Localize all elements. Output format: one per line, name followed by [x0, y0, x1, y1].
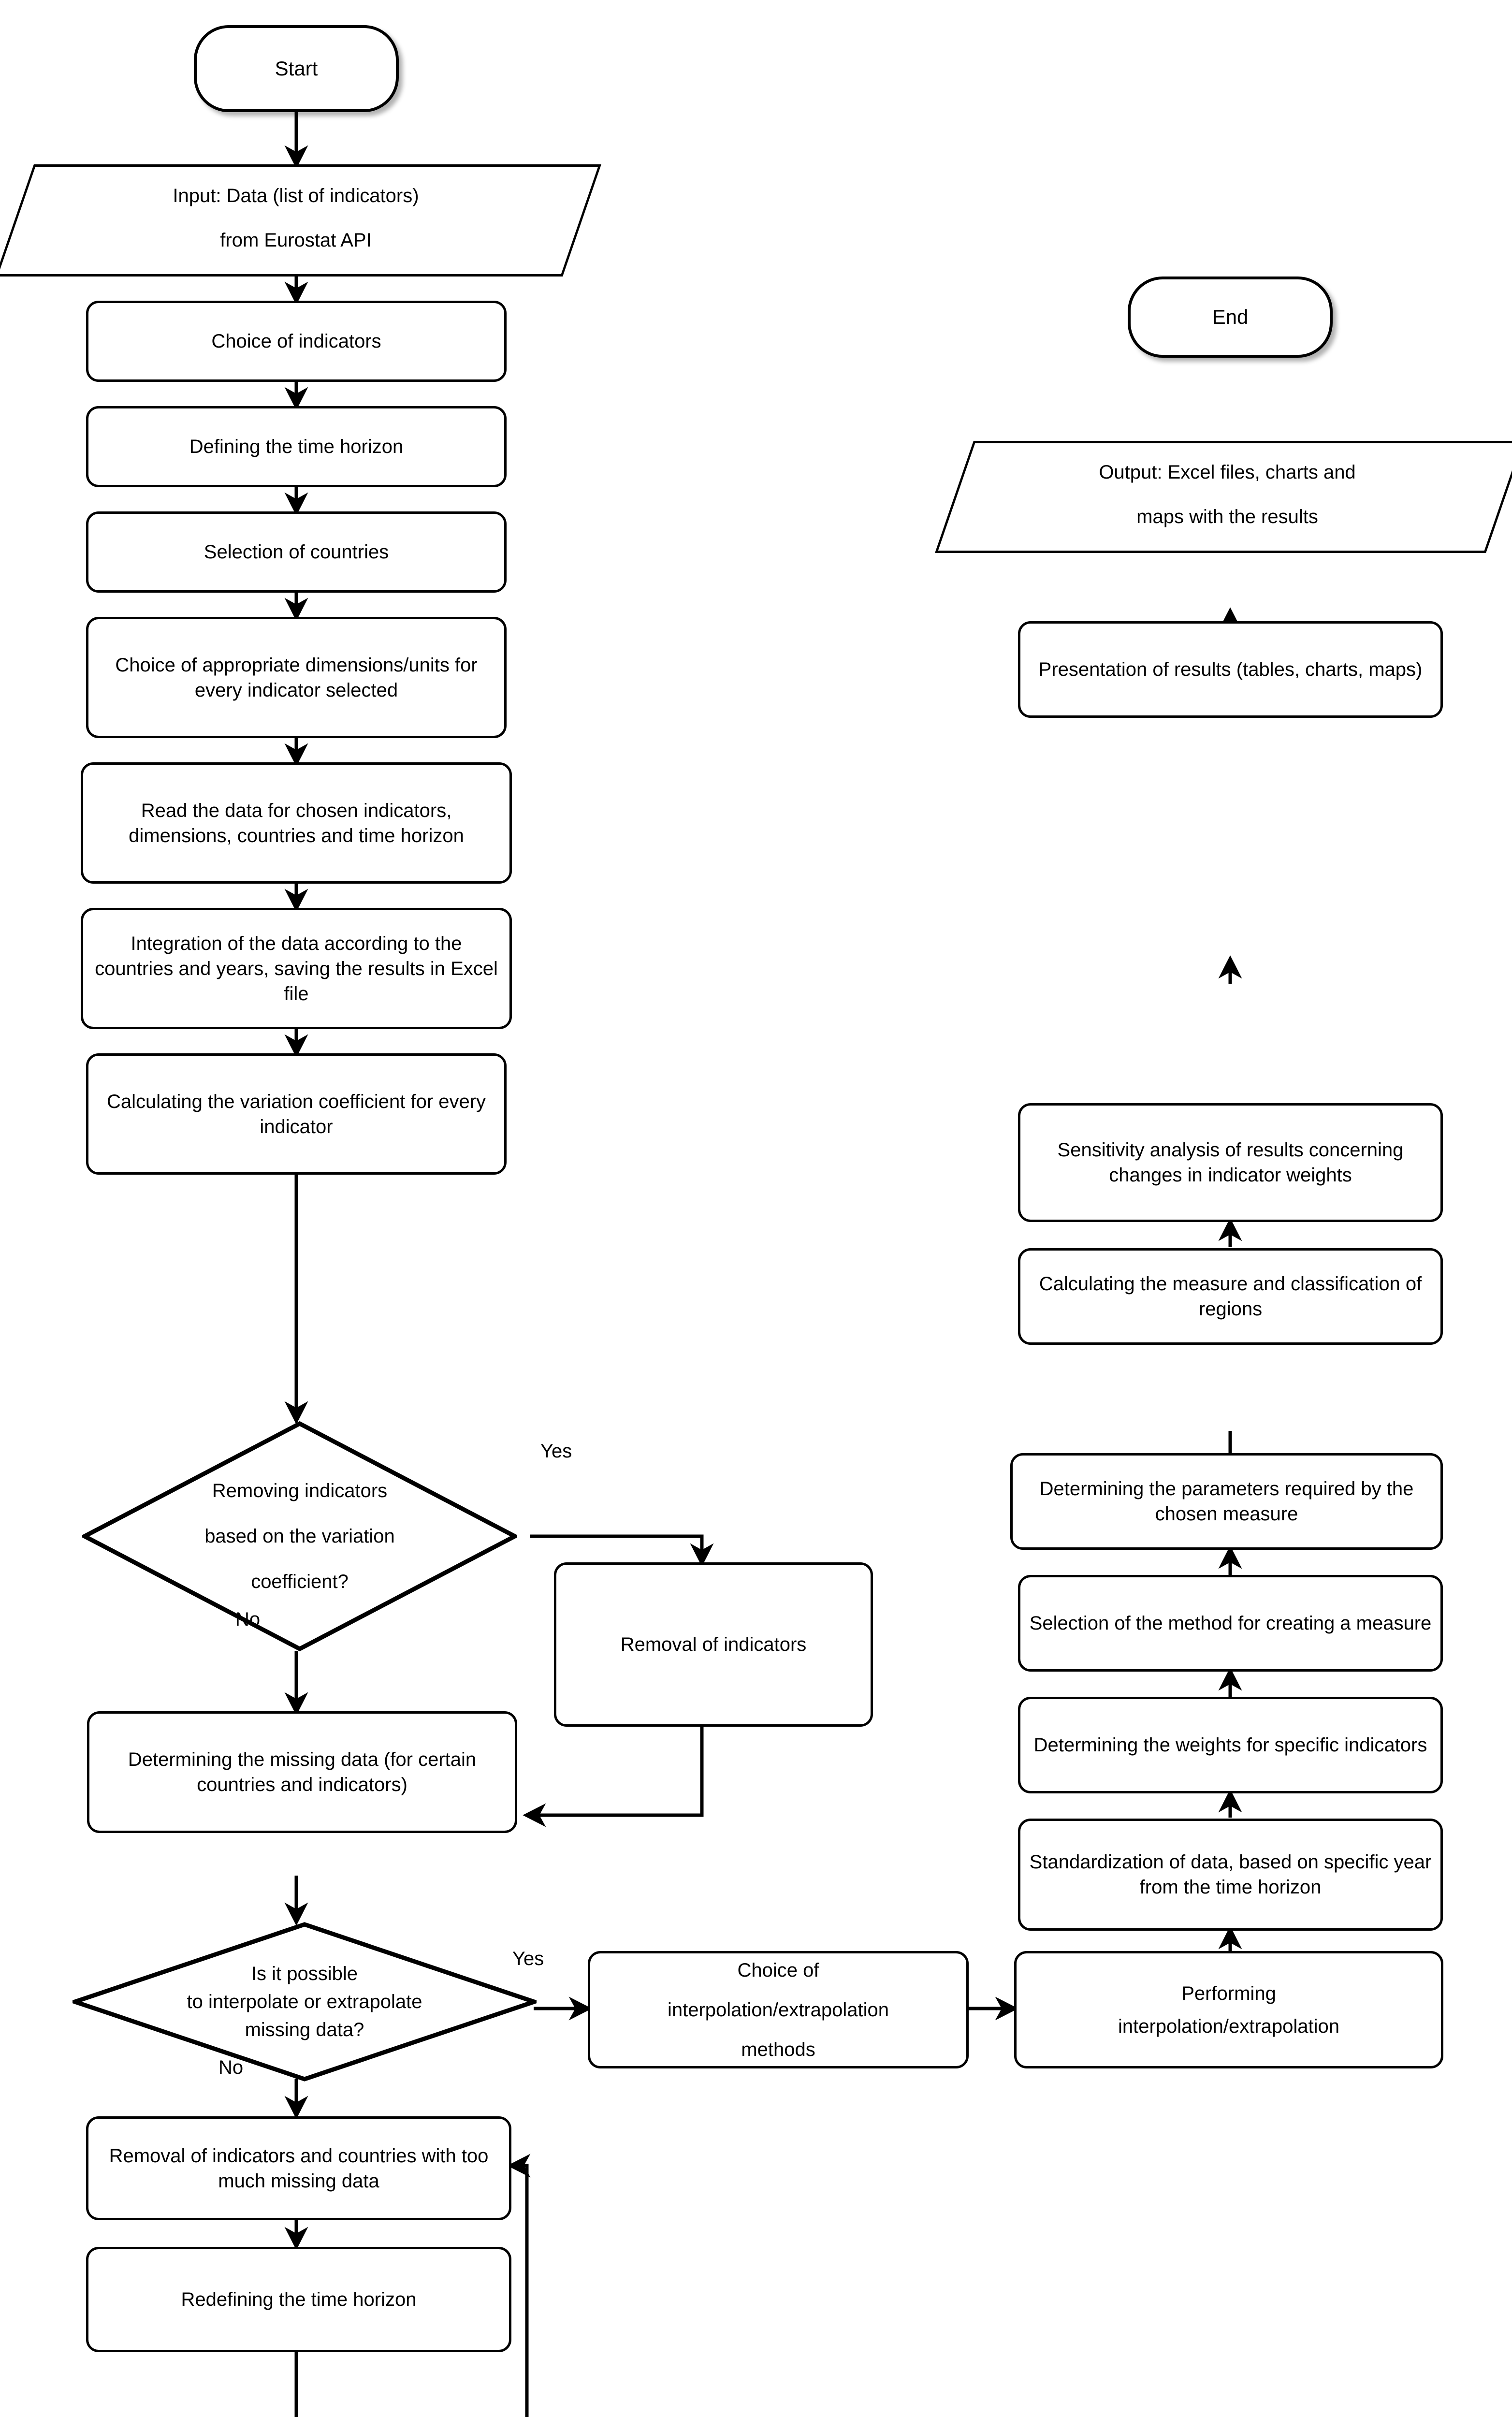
node-output-results-line2: maps with the results [1136, 506, 1318, 527]
node-choice-interp-methods-line2: interpolation/extrapolation [667, 1999, 889, 2021]
edge-label-interpolate-yes: Yes [512, 1948, 544, 1969]
node-start[interactable]: Start [194, 25, 399, 112]
node-read-data-label: Read the data for chosen indicators, dim… [129, 800, 464, 846]
node-sensitivity-analysis-label: Sensitivity analysis of results concerni… [1057, 1139, 1404, 1186]
node-decision-removing[interactable]: Removing indicators based on the variati… [82, 1421, 517, 1651]
node-decision-interpolate[interactable]: Is it possible to interpolate or extrapo… [73, 1922, 537, 2082]
node-determining-missing-label: Determining the missing data (for certai… [128, 1749, 477, 1795]
node-calculating-measure-label: Calculating the measure and classificati… [1039, 1273, 1422, 1320]
node-end-label: End [1212, 305, 1249, 328]
node-redefining-horizon[interactable]: Redefining the time horizon [86, 2247, 511, 2352]
node-selection-countries-label: Selection of countries [204, 541, 389, 563]
node-determining-parameters[interactable]: Determining the parameters required by t… [1010, 1453, 1443, 1550]
node-selection-method[interactable]: Selection of the method for creating a m… [1018, 1575, 1443, 1672]
node-performing-interp-line2: interpolation/extrapolation [1118, 2015, 1340, 2037]
node-determining-parameters-label: Determining the parameters required by t… [1039, 1478, 1414, 1525]
diamond-shape [73, 1922, 537, 2082]
node-choice-indicators-label: Choice of indicators [211, 331, 381, 352]
node-standardization[interactable]: Standardization of data, based on specif… [1018, 1819, 1443, 1931]
node-removal-indicators-label: Removal of indicators [620, 1634, 807, 1655]
node-redefining-horizon-label: Redefining the time horizon [181, 2289, 417, 2310]
node-calc-variation-label: Calculating the variation coefficient fo… [106, 1091, 486, 1137]
node-selection-method-label: Selection of the method for creating a m… [1029, 1613, 1432, 1634]
node-choice-dimensions-label: Choice of appropriate dimensions/units f… [115, 654, 478, 701]
node-choice-interp-methods-line1: Choice of [737, 1959, 819, 1981]
node-defining-horizon-label: Defining the time horizon [189, 436, 404, 457]
node-determining-weights[interactable]: Determining the weights for specific ind… [1018, 1697, 1443, 1793]
node-presentation-results-label: Presentation of results (tables, charts,… [1038, 659, 1423, 680]
edge-label-removing-no: No [235, 1609, 261, 1630]
node-read-data[interactable]: Read the data for chosen indicators, dim… [81, 762, 512, 884]
node-input-data[interactable]: Input: Data (list of indicators) from Eu… [0, 164, 601, 277]
edge-label-interpolate-no: No [218, 2057, 244, 2078]
node-input-data-line2: from Eurostat API [220, 230, 372, 251]
node-output-results[interactable]: Output: Excel files, charts and maps wit… [935, 441, 1512, 553]
node-standardization-label: Standardization of data, based on specif… [1029, 1851, 1432, 1898]
node-calc-variation[interactable]: Calculating the variation coefficient fo… [86, 1053, 507, 1175]
node-choice-interp-methods-text: Choice of interpolation/extrapolation me… [668, 1951, 889, 2069]
node-decision-removing-line1: Removing indicators [212, 1480, 388, 1501]
node-choice-indicators[interactable]: Choice of indicators [86, 301, 507, 382]
node-determining-weights-label: Determining the weights for specific ind… [1033, 1734, 1427, 1756]
node-decision-removing-line3: coefficient? [251, 1571, 349, 1592]
node-choice-dimensions[interactable]: Choice of appropriate dimensions/units f… [86, 617, 507, 738]
node-performing-interp-text: Performing interpolation/extrapolation [1118, 1977, 1339, 2043]
node-integration-data[interactable]: Integration of the data according to the… [81, 908, 512, 1029]
node-start-label: Start [275, 57, 318, 80]
node-determining-missing[interactable]: Determining the missing data (for certai… [87, 1711, 517, 1833]
node-integration-data-label: Integration of the data according to the… [95, 932, 498, 1005]
node-input-data-line1: Input: Data (list of indicators) [173, 185, 419, 206]
edge-label-removing-yes: Yes [540, 1441, 572, 1462]
node-output-results-line1: Output: Excel files, charts and [1099, 462, 1356, 483]
node-decision-interpolate-text: Is it possible to interpolate or extrapo… [110, 1960, 499, 2044]
node-removal-indicators[interactable]: Removal of indicators [554, 1562, 873, 1727]
node-decision-removing-line2: based on the variation [204, 1526, 395, 1547]
node-choice-interp-methods[interactable]: Choice of interpolation/extrapolation me… [588, 1951, 969, 2068]
node-performing-interp[interactable]: Performing interpolation/extrapolation [1014, 1951, 1443, 2068]
node-decision-removing-text: Removing indicators based on the variati… [117, 1468, 482, 1604]
node-removal-countries-label: Removal of indicators and countries with… [109, 2145, 489, 2192]
node-sensitivity-analysis[interactable]: Sensitivity analysis of results concerni… [1018, 1103, 1443, 1222]
node-removal-countries[interactable]: Removal of indicators and countries with… [86, 2116, 511, 2220]
node-input-data-text: Input: Data (list of indicators) from Eu… [15, 174, 577, 262]
node-defining-horizon[interactable]: Defining the time horizon [86, 406, 507, 487]
node-calculating-measure[interactable]: Calculating the measure and classificati… [1018, 1248, 1443, 1345]
node-choice-interp-methods-line3: methods [741, 2038, 815, 2060]
diamond-shape [82, 1421, 517, 1651]
node-performing-interp-line1: Performing [1181, 1982, 1276, 2004]
node-end[interactable]: End [1128, 277, 1333, 358]
node-presentation-results[interactable]: Presentation of results (tables, charts,… [1018, 621, 1443, 718]
node-decision-interpolate-line2: to interpolate or extrapolate [187, 1991, 422, 2012]
node-selection-countries[interactable]: Selection of countries [86, 511, 507, 593]
node-decision-interpolate-line1: Is it possible [251, 1963, 358, 1984]
node-decision-interpolate-line3: missing data? [245, 2019, 364, 2040]
node-output-results-text: Output: Excel files, charts and maps wit… [954, 450, 1500, 539]
